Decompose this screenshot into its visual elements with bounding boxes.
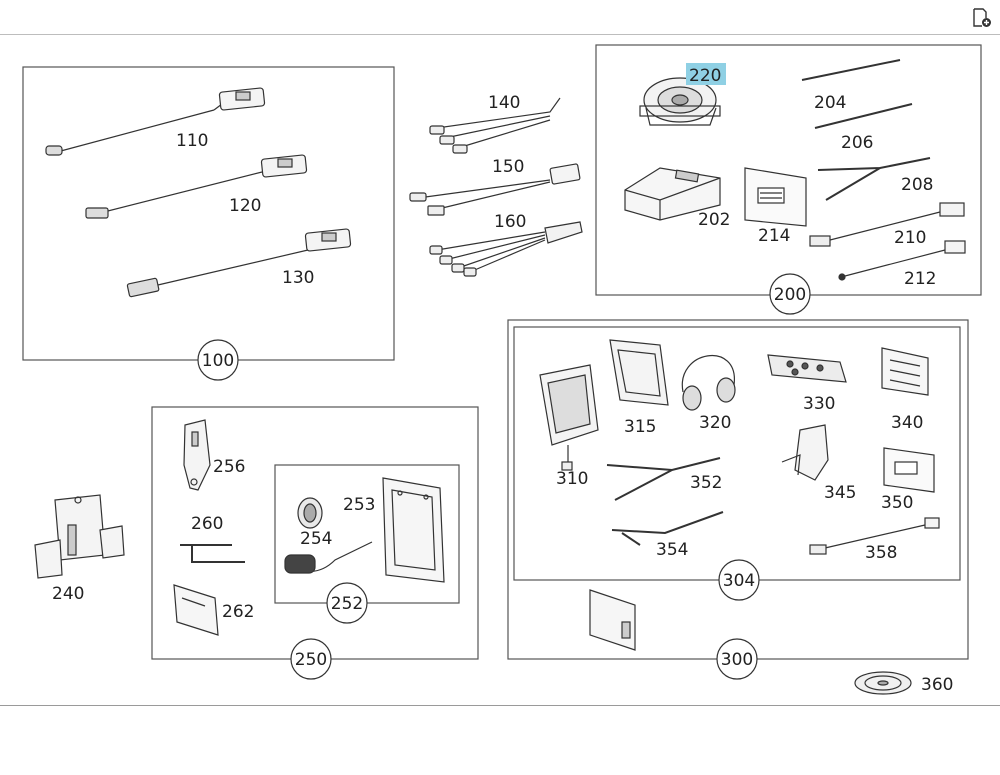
label-202[interactable]: 202 (698, 210, 730, 230)
manual-350[interactable] (883, 447, 935, 493)
callout-304-label: 304 (723, 571, 755, 591)
label-260[interactable]: 260 (191, 514, 223, 534)
label-214[interactable]: 214 (758, 226, 790, 246)
label-352[interactable]: 352 (690, 473, 722, 493)
frame-315[interactable] (609, 339, 669, 406)
label-210[interactable]: 210 (894, 228, 926, 248)
wire-204[interactable] (801, 59, 901, 81)
label-350[interactable]: 350 (881, 493, 913, 513)
cable-130[interactable] (126, 228, 352, 298)
label-340[interactable]: 340 (891, 413, 923, 433)
cable-358[interactable] (809, 517, 940, 555)
label-358[interactable]: 358 (865, 543, 897, 563)
callout-252[interactable]: 252 (326, 582, 368, 624)
callout-250[interactable]: 250 (290, 638, 332, 680)
module-202[interactable] (624, 167, 721, 221)
cable-212[interactable] (838, 240, 966, 281)
bracket-256[interactable] (183, 419, 211, 491)
callout-300[interactable]: 300 (716, 638, 758, 680)
cable-120[interactable] (85, 154, 308, 219)
label-330[interactable]: 330 (803, 394, 835, 414)
callout-100-label: 100 (202, 351, 234, 371)
box-340[interactable] (881, 347, 929, 396)
group-200-box (595, 44, 982, 296)
label-140[interactable]: 140 (488, 93, 520, 113)
holder-240[interactable] (34, 494, 125, 579)
callout-200[interactable]: 200 (769, 273, 811, 315)
film-262[interactable] (173, 584, 219, 636)
frame-253[interactable] (382, 477, 445, 583)
page-add-icon[interactable] (972, 8, 992, 28)
speaker-220[interactable] (639, 77, 721, 126)
label-220[interactable]: 220 (689, 66, 721, 86)
label-254[interactable]: 254 (300, 529, 332, 549)
label-360[interactable]: 360 (921, 675, 953, 695)
label-315[interactable]: 315 (624, 417, 656, 437)
cable-110[interactable] (45, 87, 266, 156)
callout-304[interactable]: 304 (718, 559, 760, 601)
label-160[interactable]: 160 (494, 212, 526, 232)
cable-210[interactable] (809, 202, 965, 247)
label-345[interactable]: 345 (824, 483, 856, 503)
plug-254-cable[interactable] (284, 541, 373, 574)
callout-252-label: 252 (331, 594, 363, 614)
disc-360[interactable] (854, 671, 912, 695)
knob-254[interactable] (297, 497, 323, 529)
label-354[interactable]: 354 (656, 540, 688, 560)
label-253[interactable]: 253 (343, 495, 375, 515)
wire-260[interactable] (180, 544, 245, 563)
label-204[interactable]: 204 (814, 93, 846, 113)
label-320[interactable]: 320 (699, 413, 731, 433)
cable-160[interactable] (429, 221, 583, 277)
cable-150[interactable] (409, 163, 581, 216)
box-300[interactable] (589, 589, 636, 651)
label-150[interactable]: 150 (492, 157, 524, 177)
callout-100[interactable]: 100 (197, 339, 239, 381)
label-212[interactable]: 212 (904, 269, 936, 289)
callout-250-label: 250 (295, 650, 327, 670)
exploded-parts-view: 110 120 130 140 150 160 220 204 206 202 … (22, 44, 982, 695)
label-262[interactable]: 262 (222, 602, 254, 622)
headphones-320[interactable] (681, 354, 736, 411)
label-130[interactable]: 130 (282, 268, 314, 288)
wire-352[interactable] (606, 457, 721, 501)
label-120[interactable]: 120 (229, 196, 261, 216)
wire-206[interactable] (814, 103, 913, 129)
wire-208[interactable] (817, 157, 931, 201)
selection-highlight (686, 63, 726, 85)
label-206[interactable]: 206 (841, 133, 873, 153)
label-208[interactable]: 208 (901, 175, 933, 195)
label-256[interactable]: 256 (213, 457, 245, 477)
label-110[interactable]: 110 (176, 131, 208, 151)
bracket-345[interactable] (781, 424, 829, 481)
callout-300-label: 300 (721, 650, 753, 670)
wire-354[interactable] (611, 511, 724, 546)
callout-200-label: 200 (774, 285, 806, 305)
remote-330[interactable] (767, 354, 847, 383)
bottom-divider (0, 705, 1000, 706)
monitor-310[interactable] (539, 364, 599, 471)
label-240[interactable]: 240 (52, 584, 84, 604)
top-toolbar (0, 0, 1000, 35)
manual-214[interactable] (744, 167, 807, 227)
cable-140[interactable] (429, 97, 561, 154)
label-310[interactable]: 310 (556, 469, 588, 489)
parts-diagram: 110 120 130 140 150 160 220 204 206 202 … (0, 35, 1000, 705)
